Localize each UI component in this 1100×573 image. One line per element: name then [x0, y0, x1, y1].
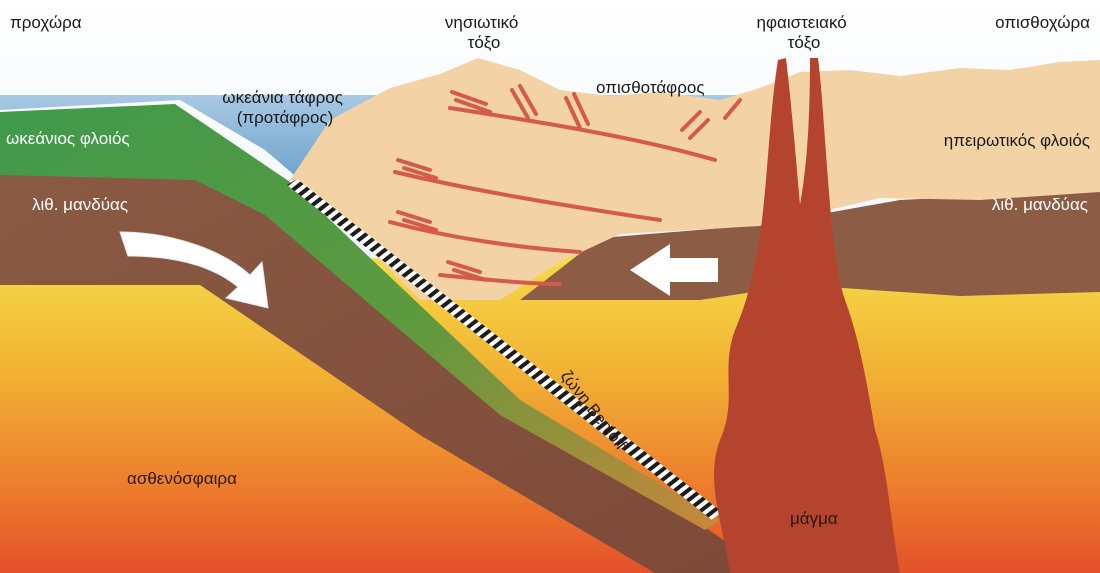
label-volcanic-arc-line1: ηφαιστειακό — [757, 13, 847, 32]
label-island-arc-line1: νησιωτικό — [445, 13, 519, 32]
label-oceanic-trench-line1: ωκεάνια τάφρος — [222, 88, 343, 107]
label-continental-crust: ηπειρωτικός φλοιός — [944, 131, 1090, 150]
label-volcanic-arc-line2: τόξο — [788, 33, 821, 52]
label-oceanic-crust: ωκεάνιος φλοιός — [6, 129, 130, 148]
label-island-arc-line2: τόξο — [468, 33, 501, 52]
label-asthenosphere: ασθενόσφαιρα — [127, 469, 237, 488]
label-lith-mantle-left: λιθ. μανδύας — [32, 195, 128, 214]
label-lith-mantle-right: λιθ. μανδύας — [992, 195, 1088, 214]
label-backarc-trench: οπισθοτάφρος — [596, 78, 705, 97]
label-backarc: οπισθοχώρα — [995, 13, 1090, 32]
label-magma: μάγμα — [790, 509, 838, 528]
label-forearc: προχώρα — [10, 13, 82, 32]
label-oceanic-trench-line2: (προτάφρος) — [237, 108, 334, 127]
label-oceanic-trench: ωκεάνια τάφρος (προτάφρος) — [222, 88, 347, 127]
asthenosphere-layer — [0, 252, 1100, 573]
